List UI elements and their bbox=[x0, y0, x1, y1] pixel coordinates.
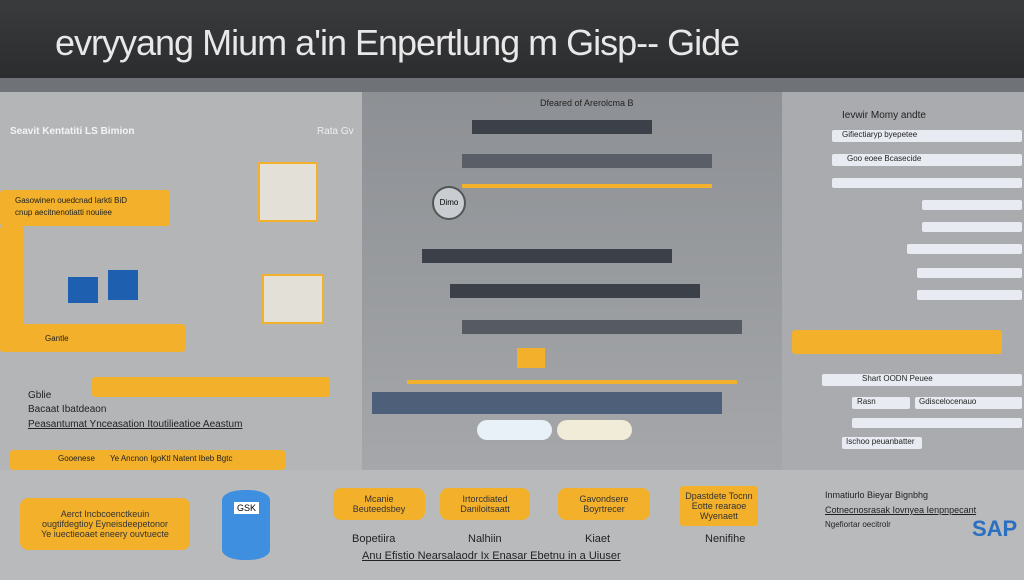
list-item: Ischoo peuanbatter bbox=[842, 437, 922, 449]
arrow-label: Gantle bbox=[45, 334, 69, 343]
database-label: GSK bbox=[234, 502, 260, 514]
device-icon bbox=[477, 420, 552, 440]
footer-text: Anu Efistio Nearsalaodr Ix Enasar Ebetnu… bbox=[362, 550, 621, 562]
step-caption: Nalhiin bbox=[468, 533, 502, 545]
info-box: Aerct Incbcoenctkeuin ougtifdegtioy Eyne… bbox=[20, 498, 190, 550]
cube-icon bbox=[68, 277, 98, 303]
info-text: Aerct Incbcoenctkeuin bbox=[60, 509, 150, 519]
list-item bbox=[832, 178, 1022, 188]
middle-heading: Dfeared of Arerolcma B bbox=[540, 98, 634, 108]
connector-line bbox=[407, 380, 737, 384]
step-caption: Kiaet bbox=[585, 533, 611, 545]
list-item bbox=[907, 244, 1022, 254]
process-bar bbox=[450, 284, 700, 298]
device-icon bbox=[557, 420, 632, 440]
step-box: Irtorcdiated Daniloitsaatt bbox=[440, 488, 530, 520]
bullet-item: Bacaat Ibatdeaon bbox=[28, 404, 107, 415]
middle-label: Rata Gv bbox=[317, 126, 354, 137]
flow-arrow bbox=[0, 324, 185, 352]
divider bbox=[0, 78, 1024, 92]
flow-arrow bbox=[10, 450, 285, 470]
list-item: Gdiscelocenauo bbox=[915, 397, 1022, 409]
document-icon bbox=[258, 162, 318, 222]
process-bar bbox=[372, 392, 722, 414]
process-bar bbox=[422, 249, 672, 263]
list-item: Rasn bbox=[852, 397, 910, 409]
arrow-label: Ye Ancnon IgoKtl Natent Ibeb Bgtc bbox=[110, 454, 233, 463]
left-panel: Seavit Kentatiti LS Bimion Gasowinen oue… bbox=[0, 92, 362, 470]
step-box: Dpastdete Tocnn Eotte rearaoe Wyenaett bbox=[680, 486, 758, 526]
left-heading: Seavit Kentatiti LS Bimion bbox=[10, 126, 135, 137]
arrow-label: Gooenese bbox=[58, 454, 95, 463]
right-heading: Ievwir Momy andte bbox=[842, 110, 926, 121]
list-item: Gifiectiaryp byepetee bbox=[832, 130, 1022, 142]
bullet-item: Cotnecnosrasak Iovnyea Ienpnpecant bbox=[825, 505, 977, 515]
page-title: evryyang Mium a'in Enpertlung m Gisp-- G… bbox=[55, 22, 740, 63]
list-item: Goo eoee Bcasecide bbox=[832, 154, 1022, 166]
monitor-icon bbox=[517, 348, 545, 368]
list-item bbox=[922, 222, 1022, 232]
step-box: Mcanie Beuteedsbey bbox=[333, 488, 425, 520]
list-item bbox=[852, 418, 1022, 428]
arrow-label: cnup aecitnenotiatti nouiiee bbox=[15, 208, 112, 217]
document-icon bbox=[262, 274, 324, 324]
flow-arrow bbox=[92, 377, 330, 397]
arrow-label: Gasowinen ouedcnad Iarkti BiD bbox=[15, 196, 128, 205]
database-icon: GSK bbox=[222, 490, 270, 560]
chevron-arrow bbox=[792, 330, 1002, 354]
node-circle: Dimo bbox=[432, 186, 466, 220]
bottom-panel: Aerct Incbcoenctkeuin ougtifdegtioy Eyne… bbox=[0, 470, 1024, 580]
right-panel: Ievwir Momy andte Gifiectiaryp byepetee … bbox=[782, 92, 1024, 470]
list-item bbox=[917, 290, 1022, 300]
bullet-item: Gblie bbox=[28, 390, 52, 401]
connector-line bbox=[462, 184, 712, 188]
process-bar bbox=[462, 320, 742, 334]
bullet-item: Peasantumat Ynceasation Itoutilieatioe A… bbox=[28, 419, 243, 430]
list-item bbox=[922, 200, 1022, 210]
header-bar: evryyang Mium a'in Enpertlung m Gisp-- G… bbox=[0, 0, 1024, 78]
process-bar bbox=[462, 154, 712, 168]
info-text: ougtifdegtioy Eyneisdeepetonor bbox=[41, 519, 169, 529]
step-caption: Bopetiira bbox=[352, 533, 396, 545]
flow-arrow bbox=[0, 190, 170, 226]
cube-icon bbox=[108, 270, 138, 300]
bullet-item: Inmatiurlo Bieyar Bignbhg bbox=[825, 490, 929, 500]
middle-panel: Dfeared of Arerolcma B Rata Gv Dimo bbox=[317, 92, 782, 470]
step-box: Gavondsere Boyrtrecer bbox=[558, 488, 650, 520]
bullet-item: Ngefiortar oecitrolr bbox=[825, 520, 891, 529]
sap-logo: SAP bbox=[972, 516, 1018, 541]
list-item: Shart OODN Peuee bbox=[822, 374, 1022, 386]
info-text: Ye iuectieoaet eneery ouvtuecte bbox=[41, 529, 169, 539]
list-item bbox=[917, 268, 1022, 278]
step-caption: Nenifihe bbox=[705, 533, 746, 545]
process-bar bbox=[472, 120, 652, 134]
